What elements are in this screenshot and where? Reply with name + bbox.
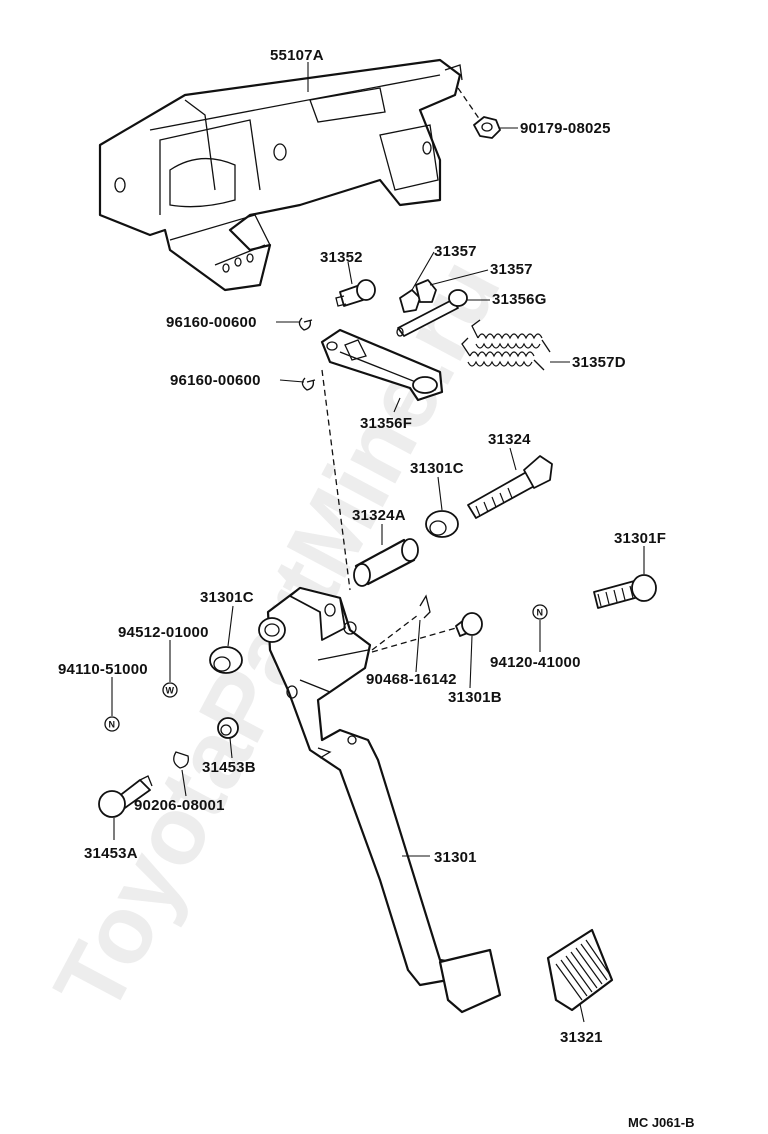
pin-31356G [396, 289, 468, 337]
label-31453A: 31453A [84, 845, 138, 862]
clip-96160-upper [298, 317, 313, 331]
label-31356G: 31356G [492, 291, 547, 308]
clip-96160-lower [301, 377, 316, 391]
label-94120-41000: 94120-41000 [490, 654, 581, 671]
label-31356F: 31356F [360, 415, 412, 432]
bushing-31301C-top [425, 510, 459, 538]
bolt-31301F [593, 574, 657, 609]
nut-90179-08025 [457, 87, 501, 139]
collar-31324A [353, 538, 419, 587]
label-31301B: 31301B [448, 689, 502, 706]
pin-31453A [98, 775, 153, 818]
label-31301: 31301 [434, 849, 477, 866]
leader-lines [111, 62, 645, 1023]
clip-90468-16142 [371, 594, 431, 651]
label-31453B: 31453B [202, 759, 256, 776]
label-31301C-left: 31301C [200, 589, 254, 606]
label-31301C-top: 31301C [410, 460, 464, 477]
label-31357-a: 31357 [434, 243, 477, 260]
svg-text:N: N [109, 720, 116, 730]
label-55107A: 55107A [270, 47, 324, 64]
bushing-31453B [217, 717, 239, 739]
label-31301F: 31301F [614, 530, 666, 547]
figure-code: MC J061-B [628, 1115, 694, 1130]
label-90179-08025: 90179-08025 [520, 120, 611, 137]
springs-31357D [461, 319, 551, 371]
clutch-pedal-31301 [258, 586, 502, 1014]
svg-text:W: W [166, 686, 175, 696]
label-31324A: 31324A [352, 507, 406, 524]
label-94110-51000: 94110-51000 [58, 661, 148, 678]
bolt-31352 [335, 279, 376, 307]
label-31357D: 31357D [572, 354, 626, 371]
bolt-31324 [467, 455, 553, 519]
stopper-31301B [371, 612, 483, 653]
n-symbol-right: N [532, 604, 548, 620]
pedal-pad-31321 [546, 928, 614, 1012]
label-90206-08001: 90206-08001 [134, 797, 225, 814]
label-96160-00600-b: 96160-00600 [170, 372, 261, 389]
label-31324: 31324 [488, 431, 531, 448]
svg-text:N: N [537, 608, 544, 618]
label-96160-00600-a: 96160-00600 [166, 314, 257, 331]
n-symbol-left: N [104, 716, 120, 732]
part-labels: 55107A 90179-08025 31352 31357 31357 313… [58, 47, 666, 1046]
w-symbol-left: W [162, 682, 178, 698]
clip-90206-08001 [173, 751, 189, 769]
label-94512-01000: 94512-01000 [118, 624, 209, 641]
bushings-31357 [399, 279, 437, 313]
label-90468-16142: 90468-16142 [366, 671, 457, 688]
label-31321: 31321 [560, 1029, 603, 1046]
bushing-31301C-left [209, 646, 243, 674]
label-31357-b: 31357 [490, 261, 533, 278]
label-31352: 31352 [320, 249, 363, 266]
pedal-bracket-55107A [98, 58, 463, 292]
lever-31356F [320, 328, 444, 402]
assembly-line-left [321, 369, 351, 591]
